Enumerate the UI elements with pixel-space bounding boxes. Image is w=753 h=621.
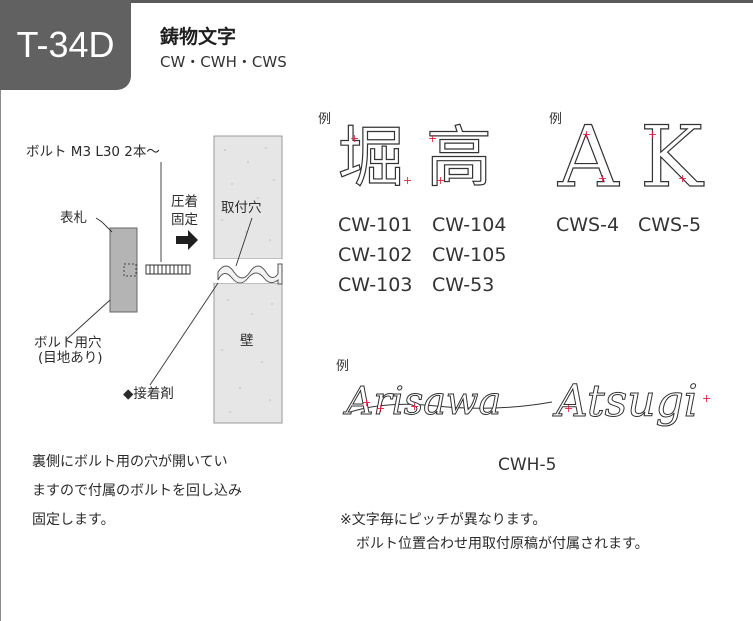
description-line: 固定します。 <box>32 512 115 528</box>
bolt-position-markers-cws: + + + + <box>582 128 687 185</box>
example-label-cwh: 例 <box>336 359 350 374</box>
nameplate-label: 表札 <box>60 210 87 226</box>
svg-text:+: + <box>564 402 573 415</box>
product-code-tab: T-34D <box>0 0 131 90</box>
adhesive-label: ◆接着剤 <box>123 386 174 402</box>
cw-kanji-samples: 堀 高 + + + + <box>337 118 492 196</box>
wall-upper <box>213 135 283 260</box>
wall-label: 壁 <box>240 333 254 349</box>
page-title: 鋳物文字 <box>160 26 237 48</box>
press-fix-line1: 圧着 <box>171 194 198 210</box>
svg-text:+: + <box>410 400 419 413</box>
cwh-code: CWH-5 <box>498 455 557 475</box>
svg-text:+: + <box>350 132 359 145</box>
cws-letter-samples: A K + + + + <box>556 114 705 194</box>
svg-text:+: + <box>582 128 591 141</box>
page-subtitle: CW・CWH・CWS <box>160 53 287 71</box>
letter-sample-a: A <box>557 114 620 194</box>
cw-code: CW-105 <box>432 244 507 266</box>
product-code: T-34D <box>16 24 115 65</box>
cw-codes-column-1: CW-101 CW-102 CW-103 <box>338 210 412 300</box>
cw-code: CW-101 <box>338 214 413 236</box>
description-line: 裏側にボルト用の穴が開いてい <box>32 454 228 470</box>
installation-diagram <box>65 135 283 424</box>
svg-text:+: + <box>678 172 687 185</box>
note: ※文字毎にピッチが異なります。 ボルト位置合わせ用取付原稿が付属されます。 <box>340 508 649 556</box>
example-label-cws: 例 <box>549 112 563 127</box>
script-sample-atsugi: Atsugi <box>552 376 698 427</box>
bolt-hole-label-line1: ボルト用穴 <box>34 335 102 351</box>
adhesive-blob <box>217 263 283 285</box>
bolt <box>145 264 191 275</box>
svg-text:+: + <box>403 174 412 187</box>
cws-code-1: CWS-4 <box>556 214 620 236</box>
bolt-label: ボルト M3 L30 2本～ <box>26 144 160 160</box>
bolt-hole-label-line2: (目地あり) <box>38 350 103 366</box>
cw-code: CW-104 <box>432 214 507 236</box>
script-sample-arisawa: Arisawa <box>343 379 501 423</box>
svg-text:+: + <box>362 396 371 409</box>
script-swash <box>343 401 553 415</box>
wall-texture <box>221 147 275 413</box>
note-line-2: ボルト位置合わせ用取付原稿が付属されます。 <box>356 536 649 552</box>
cwh-script-samples: Arisawa Atsugi + + + + + <box>343 376 712 428</box>
plate-bolt-hole <box>123 263 137 277</box>
description: 裏側にボルト用の穴が開いてい ますので付属のボルトを回し込み 固定します。 <box>32 448 242 535</box>
kanji-sample-hori: 堀 <box>338 119 404 196</box>
svg-text:+: + <box>598 172 607 185</box>
bolt-position-markers: + + + + <box>350 132 445 187</box>
cw-code: CW-103 <box>338 274 413 296</box>
svg-text:+: + <box>428 132 437 145</box>
cw-code: CW-53 <box>432 274 495 296</box>
cws-code-2: CWS-5 <box>638 214 702 236</box>
description-line: ますので付属のボルトを回し込み <box>32 483 242 499</box>
note-line-1: ※文字毎にピッチが異なります。 <box>340 512 547 528</box>
svg-text:+: + <box>648 128 657 141</box>
press-fix-line2: 固定 <box>171 212 198 228</box>
leader-lines <box>65 162 253 386</box>
svg-text:+: + <box>436 174 445 187</box>
cw-code: CW-102 <box>338 244 413 266</box>
svg-text:+: + <box>702 392 711 405</box>
mount-hole-label: 取付穴 <box>221 200 262 216</box>
letter-sample-k: K <box>640 114 705 194</box>
svg-text:+: + <box>376 402 385 415</box>
cw-codes-column-2: CW-104 CW-105 CW-53 <box>432 210 506 300</box>
kanji-sample-taka: 高 <box>426 119 492 196</box>
nameplate <box>109 227 138 313</box>
press-arrow-icon <box>176 230 198 250</box>
bolt-position-markers-cwh: + + + + + <box>362 392 711 415</box>
example-label-cw: 例 <box>318 112 332 127</box>
